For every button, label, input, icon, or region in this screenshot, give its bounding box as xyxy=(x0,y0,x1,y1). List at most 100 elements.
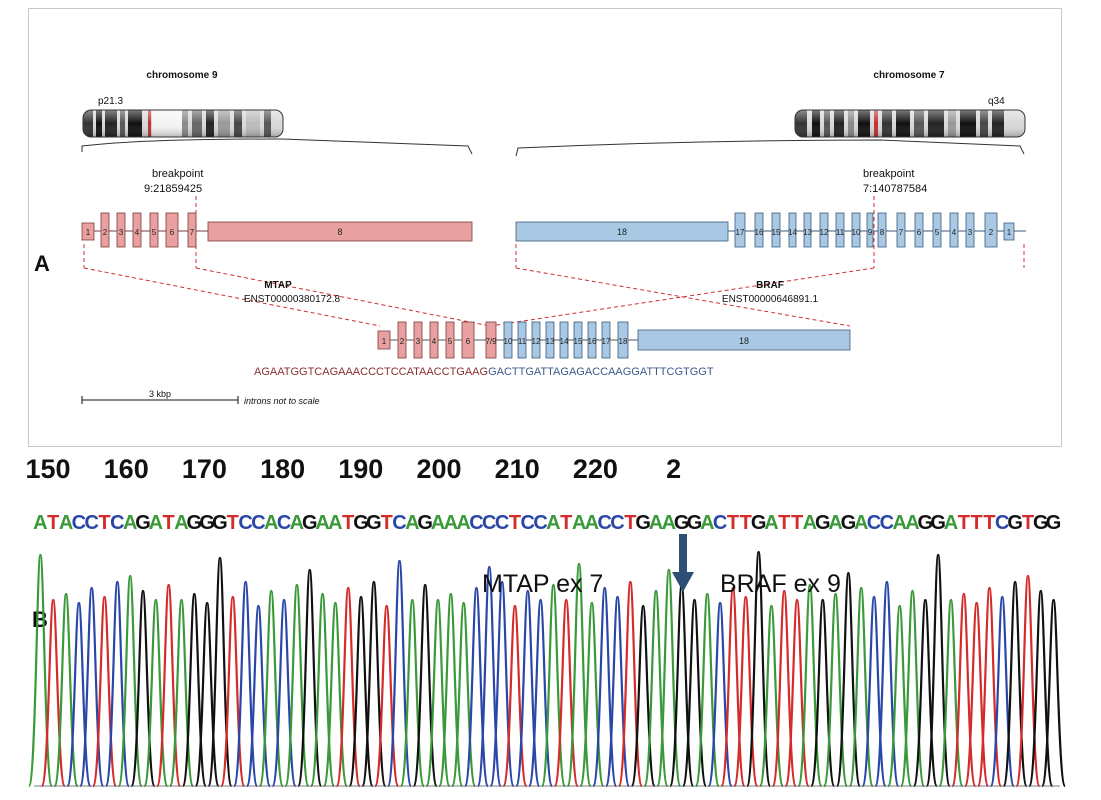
position-label: 2 xyxy=(666,454,681,484)
base-call: G xyxy=(212,512,228,534)
base-call: A xyxy=(546,512,560,534)
base-call: T xyxy=(47,512,59,534)
mtap-exon-2 xyxy=(100,212,110,248)
fusion-exon-8 xyxy=(503,321,513,359)
position-label: 180 xyxy=(260,454,305,484)
bp-right-coord: 7:140787584 xyxy=(863,183,927,195)
base-call: T xyxy=(98,512,110,534)
fusion-exon-12-label: 14 xyxy=(560,337,569,346)
bp-right-title: breakpoint xyxy=(863,168,914,180)
mtap-exon-8-label: 8 xyxy=(337,227,342,237)
mtap-exon-3-label: 3 xyxy=(119,228,124,237)
fusion-exon-15-label: 17 xyxy=(602,337,611,346)
base-call: T xyxy=(971,512,983,534)
base-call: C xyxy=(392,512,406,534)
braf-exon9-label: BRAF ex 9 xyxy=(720,570,841,598)
fusion-exon-16 xyxy=(617,321,629,359)
base-call: C xyxy=(251,512,265,534)
position-label: 220 xyxy=(573,454,618,484)
base-call: G xyxy=(751,512,767,534)
chr7-title: chromosome 7 xyxy=(873,70,945,81)
braf-exon-7 xyxy=(896,212,906,248)
braf-exon-2 xyxy=(984,212,998,248)
base-call: A xyxy=(764,512,778,534)
base-call: A xyxy=(33,512,47,534)
base-call: T xyxy=(509,512,521,534)
base-call: C xyxy=(482,512,496,534)
fusion-exon-9-label: 11 xyxy=(518,337,527,346)
position-label: 170 xyxy=(182,454,227,484)
base-call: A xyxy=(662,512,676,534)
base-call: C xyxy=(277,512,291,534)
braf-exon-11-label: 11 xyxy=(836,228,845,237)
braf-exon-11 xyxy=(835,212,845,248)
fusion-exon-12 xyxy=(559,321,569,359)
braf-exon-1 xyxy=(1003,222,1015,241)
base-call: A xyxy=(649,512,663,534)
base-call: T xyxy=(983,512,995,534)
fusion-exon-11-label: 13 xyxy=(546,337,555,346)
position-label: 160 xyxy=(104,454,149,484)
fusion-exon-6 xyxy=(461,321,475,359)
mtap-exon-6-label: 6 xyxy=(170,228,175,237)
fusion-exon-14-label: 16 xyxy=(588,337,597,346)
fusion-exon-2-label: 2 xyxy=(400,337,405,346)
base-call: G xyxy=(930,512,946,534)
mtap-exon-4-label: 4 xyxy=(135,228,140,237)
chr7-ideogram xyxy=(794,109,1026,138)
braf-exon-4-label: 4 xyxy=(952,228,957,237)
braf-exon-1-label: 1 xyxy=(1007,228,1012,237)
introns-note: introns not to scale xyxy=(244,396,320,406)
braf-exon-10-label: 10 xyxy=(852,228,861,237)
braf-exon-5-label: 5 xyxy=(935,228,940,237)
fusion-exon-6-label: 6 xyxy=(466,337,471,346)
braf-exon-18 xyxy=(515,221,729,242)
mtap-exon-1 xyxy=(81,222,95,241)
fusion-exon-9 xyxy=(517,321,527,359)
mtap-gene-model: 1 2 3 4 5 6 7 8 xyxy=(81,212,473,248)
braf-exon-15-label: 15 xyxy=(772,228,781,237)
base-call: C xyxy=(469,512,483,534)
base-call: A xyxy=(944,512,958,534)
braf-gene-name: BRAF xyxy=(756,280,784,291)
fusion-exon-1-label: 1 xyxy=(382,337,387,346)
braf-exon-13 xyxy=(803,212,812,248)
base-call: G xyxy=(687,512,703,534)
braf-exon-10 xyxy=(851,212,861,248)
chr9-title: chromosome 9 xyxy=(146,70,218,81)
base-call: A xyxy=(405,512,419,534)
braf-transcript: ENST00000646891.1 xyxy=(722,294,819,305)
base-call: G xyxy=(302,512,318,534)
fusion-exon-2 xyxy=(397,321,407,359)
base-call: C xyxy=(867,512,881,534)
position-label: 190 xyxy=(338,454,383,484)
panel-b-label: B xyxy=(32,607,48,632)
base-call: G xyxy=(135,512,151,534)
braf-exon-12-label: 12 xyxy=(820,228,829,237)
fusion-exon-3-label: 3 xyxy=(416,337,421,346)
fusion-seq-mtap: AGAATGGTCAGAAACCCTCCATAACCTGAAG xyxy=(254,366,488,378)
base-call: T xyxy=(227,512,239,534)
position-label: 210 xyxy=(495,454,540,484)
base-call: C xyxy=(597,512,611,534)
braf-exon-16 xyxy=(754,212,764,248)
base-call: C xyxy=(610,512,624,534)
fusion-exon-3 xyxy=(413,321,423,359)
braf-exon-3-label: 3 xyxy=(968,228,973,237)
base-call: A xyxy=(328,512,342,534)
mtap-transcript: ENST00000380172.8 xyxy=(244,294,341,305)
base-call: G xyxy=(187,512,203,534)
braf-exon-6-label: 6 xyxy=(917,228,922,237)
mtap-exon-4 xyxy=(132,212,142,248)
base-call: A xyxy=(892,512,906,534)
braf-exon-6 xyxy=(914,212,924,248)
fusion-exon-5 xyxy=(445,321,455,359)
base-call: C xyxy=(533,512,547,534)
trace-peak xyxy=(1040,598,1067,788)
chr9-ideogram xyxy=(82,109,284,138)
mtap-exon7-label: MTAP ex 7 xyxy=(482,570,603,598)
chr9-zoom-bracket xyxy=(81,138,473,155)
